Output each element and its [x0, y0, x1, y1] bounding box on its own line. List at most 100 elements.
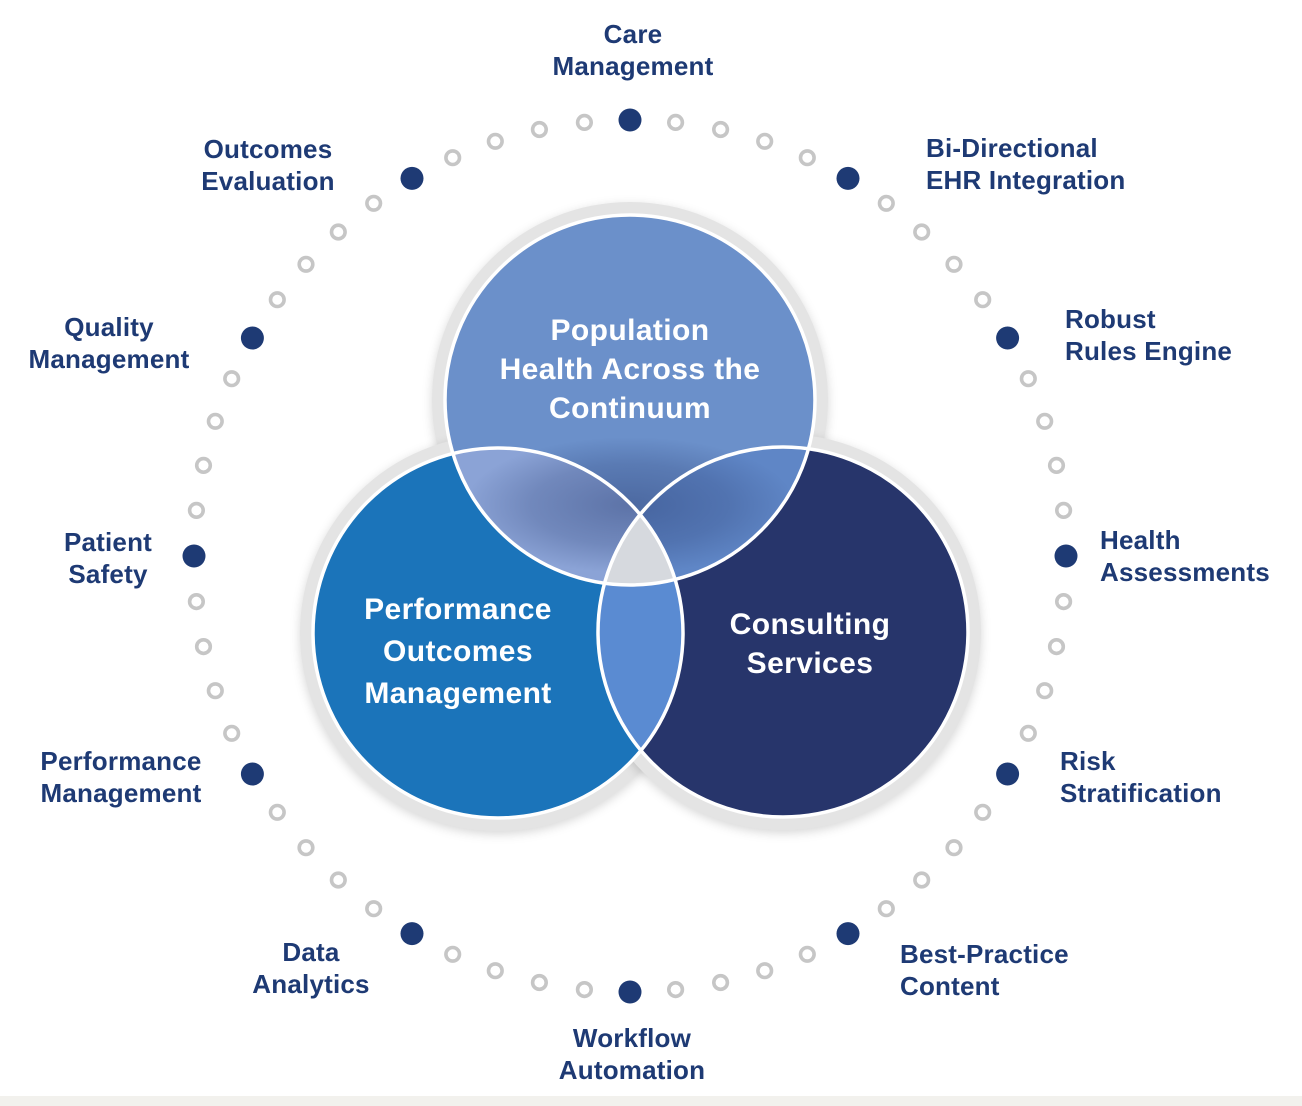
ring-label-line: Health — [1100, 525, 1181, 556]
ring-label-line: Evaluation — [201, 166, 335, 196]
venn-circle-edges — [311, 213, 970, 820]
ring-dot-hollow — [187, 501, 205, 520]
ring-dot-filled — [618, 108, 642, 132]
ring-label-line: Analytics — [252, 969, 370, 999]
ring-dot-hollow — [756, 962, 774, 980]
ring-dot-hollow — [194, 637, 213, 656]
ring-dot-filled — [996, 326, 1020, 350]
ring-dot-hollow — [798, 945, 816, 963]
ring-dot-hollow — [1054, 592, 1073, 611]
venn-label-line: Management — [364, 677, 551, 710]
ring-label-line: Management — [40, 778, 202, 808]
ring-dot-hollow — [530, 973, 549, 992]
venn-label-line: Health Across the — [500, 353, 761, 386]
ring-dot-filled — [996, 762, 1020, 786]
ring-dot-filled — [618, 980, 642, 1004]
ring-label-line: Data — [282, 937, 340, 968]
ring-dot-hollow — [1047, 456, 1066, 475]
ring-dot-hollow — [798, 149, 816, 167]
ring-label-line: Safety — [68, 559, 148, 589]
ring-dot-hollow — [206, 412, 224, 430]
ring-dot-filled — [240, 326, 264, 350]
ring-label-line: Stratification — [1060, 778, 1222, 808]
venn-label-line: Population — [551, 314, 710, 347]
ring-label-line: Best-Practice — [900, 939, 1069, 970]
ring-label-line: Patient — [63, 527, 153, 558]
ring-dot-hollow — [444, 149, 462, 167]
ring-label-line: Workflow — [572, 1023, 692, 1054]
ring-label-line: Risk — [1060, 746, 1116, 777]
ring-label-line: Care — [603, 19, 663, 50]
ring-dot-hollow — [268, 291, 286, 309]
ring-dot-hollow — [756, 132, 774, 150]
ring-dot-hollow — [329, 223, 347, 241]
ring-dot-hollow — [194, 456, 213, 475]
ring-dot-filled — [400, 922, 424, 946]
ring-dot-hollow — [575, 980, 594, 999]
ring-dot-hollow — [1047, 637, 1066, 656]
venn-label-line: Consulting — [730, 608, 891, 641]
ring-dot-hollow — [711, 120, 730, 139]
ring-dot-hollow — [877, 900, 895, 918]
ring-dot-filled — [182, 544, 206, 568]
ring-dot-hollow — [365, 194, 383, 212]
venn-label-line: Services — [747, 647, 874, 680]
venn-label-population-health: Population Health Across the Continuum — [500, 314, 761, 425]
ring-dot-filled — [240, 762, 264, 786]
ring-label-line: Content — [900, 971, 1000, 1001]
ring-dots — [182, 108, 1078, 1004]
ring-dot-filled — [400, 166, 424, 190]
edge-performance-outcomes — [311, 446, 685, 820]
ring-dot-hollow — [1036, 682, 1054, 700]
venn-label-consulting-services: Consulting Services — [730, 608, 891, 680]
ring-dot-hollow — [711, 973, 730, 992]
venn-label-line: Continuum — [549, 392, 711, 425]
ring-label-line: EHR Integration — [926, 165, 1126, 195]
venn-label-line: Outcomes — [383, 635, 533, 668]
ring-label-line: Management — [28, 344, 190, 374]
ring-dot-hollow — [1019, 370, 1037, 388]
ring-label-line: Robust — [1065, 304, 1156, 335]
ring-dot-hollow — [945, 839, 963, 857]
ring-dot-hollow — [297, 839, 315, 857]
ring-dot-hollow — [223, 724, 241, 742]
ring-dot-hollow — [1054, 501, 1073, 520]
ring-label-line: Quality — [64, 312, 154, 343]
ring-dot-hollow — [945, 255, 963, 273]
ring-dot-hollow — [187, 592, 205, 611]
ring-label-line: Automation — [558, 1055, 706, 1085]
ring-dot-hollow — [223, 370, 241, 388]
footer-strip — [0, 1096, 1302, 1106]
ring-dot-hollow — [486, 962, 504, 980]
edge-population-health — [443, 213, 817, 587]
ring-dot-hollow — [974, 803, 992, 821]
ring-label-line: Bi-Directional — [926, 133, 1098, 164]
ring-dot-hollow — [268, 803, 286, 821]
ring-dot-hollow — [329, 871, 347, 889]
ring-dot-hollow — [913, 223, 931, 241]
ring-label-line: Management — [552, 51, 714, 81]
ring-dot-hollow — [666, 980, 685, 999]
ring-dot-filled — [1054, 544, 1078, 568]
ring-dot-hollow — [1019, 724, 1037, 742]
ring-label-line: Assessments — [1100, 557, 1270, 587]
ring-dot-hollow — [575, 113, 594, 131]
venn-label-line: Performance — [364, 593, 552, 626]
ring-label-line: Outcomes — [203, 134, 333, 165]
ring-label-line: Performance — [40, 746, 202, 777]
ring-dot-hollow — [666, 113, 685, 131]
ring-label-line: Rules Engine — [1065, 336, 1233, 366]
